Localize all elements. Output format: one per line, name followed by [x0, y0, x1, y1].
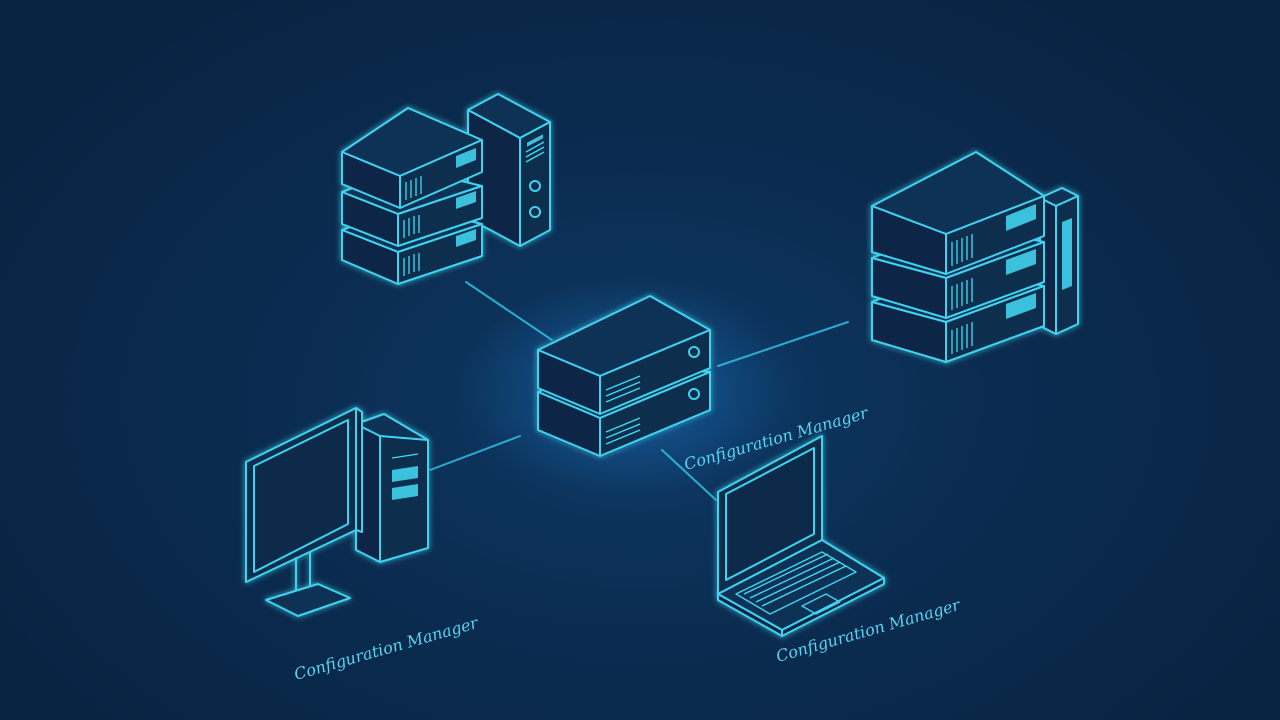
link-laptop-central	[661, 449, 717, 501]
right-rack-unit-1	[871, 151, 1045, 275]
laptop-touchpad	[801, 593, 841, 615]
laptop-icon	[717, 435, 885, 637]
link-desktop-central	[429, 435, 521, 471]
caption-desktop: Configuration Manager	[292, 613, 481, 684]
side-panel-unit	[1039, 187, 1079, 335]
stacked-server-with-panel-icon	[871, 151, 1079, 363]
desktop-monitor	[245, 407, 363, 617]
stacked-server-with-tower-icon	[341, 93, 551, 285]
connection-lines	[429, 281, 849, 501]
desktop-tower	[355, 413, 429, 563]
laptop-keyboard	[735, 551, 857, 615]
central-unit-top	[537, 295, 711, 415]
rack-unit-1	[341, 107, 483, 209]
link-topleft-central	[465, 281, 553, 341]
desktop-computer-icon	[245, 407, 429, 617]
link-right-central	[717, 321, 849, 367]
central-server-icon	[537, 295, 711, 457]
